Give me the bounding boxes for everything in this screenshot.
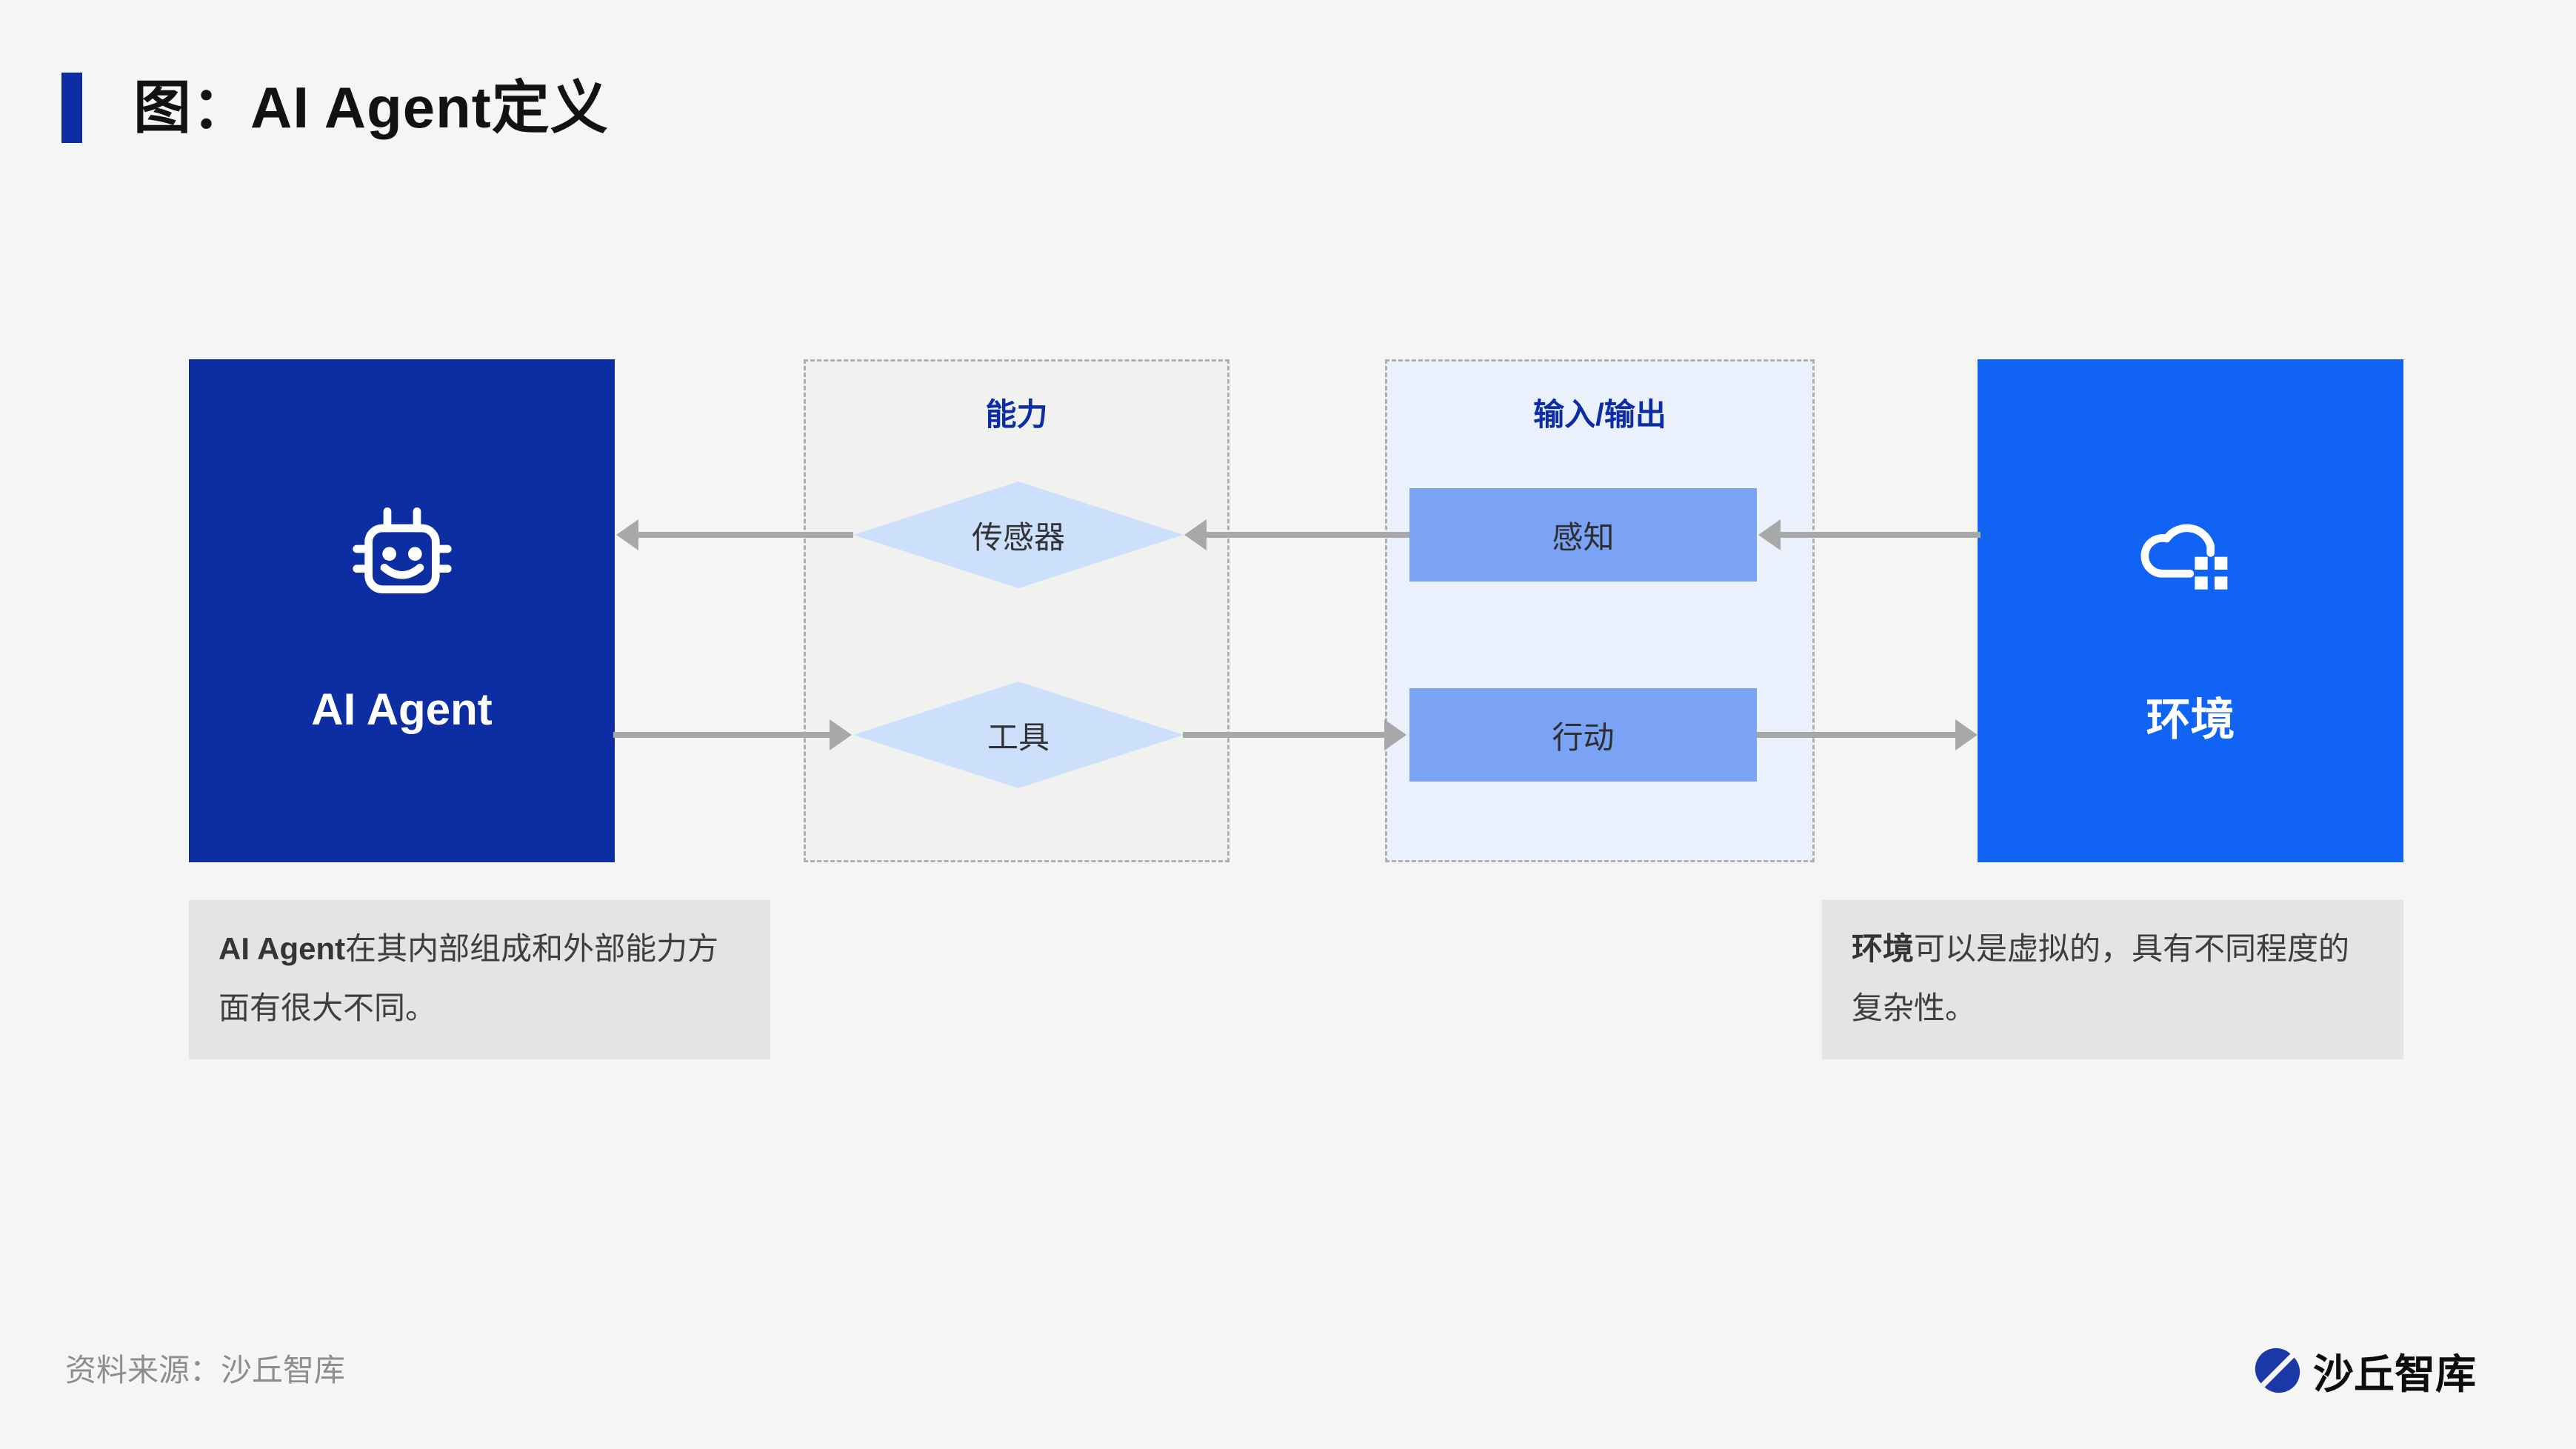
- capability-group-title: 能力: [985, 397, 1048, 432]
- environment-caption-bold: 环境: [1852, 931, 1915, 966]
- perception-label: 感知: [1552, 519, 1615, 555]
- agent-caption-bold: AI Agent: [218, 931, 346, 966]
- io-group-title: 输入/输出: [1533, 397, 1666, 432]
- action-block: 行动: [1409, 688, 1757, 782]
- cloud-icon: [2140, 524, 2227, 590]
- robot-icon: [352, 507, 452, 593]
- source-note: 资料来源：沙丘智库: [65, 1353, 346, 1388]
- brand-name: 沙丘智库: [2313, 1351, 2477, 1397]
- ai-agent-box: AI Agent: [189, 359, 615, 862]
- perception-block: 感知: [1409, 488, 1757, 582]
- environment-label: 环境: [2146, 695, 2235, 745]
- agent-caption-text: 在其内部组成和外部能力方面有很大不同。: [218, 931, 719, 1025]
- page-title: 图：AI Agent定义: [133, 75, 609, 140]
- brand-logo-icon: [2255, 1348, 2300, 1393]
- environment-box: 环境: [1978, 359, 2403, 862]
- brand-lockup: 沙丘智库: [2254, 1341, 2476, 1400]
- action-label: 行动: [1552, 719, 1615, 755]
- environment-caption: 环境可以是虚拟的，具有不同程度的复杂性。: [1822, 900, 2403, 1059]
- tool-label: 工具: [987, 719, 1050, 755]
- io-group: 输入/输出: [1385, 359, 1815, 862]
- sensor-label: 传感器: [971, 519, 1065, 555]
- title-accent-bar: [61, 73, 82, 143]
- ai-agent-label: AI Agent: [311, 684, 493, 734]
- agent-caption: AI Agent在其内部组成和外部能力方面有很大不同。: [189, 900, 770, 1059]
- environment-caption-text: 可以是虚拟的，具有不同程度的复杂性。: [1852, 931, 2350, 1025]
